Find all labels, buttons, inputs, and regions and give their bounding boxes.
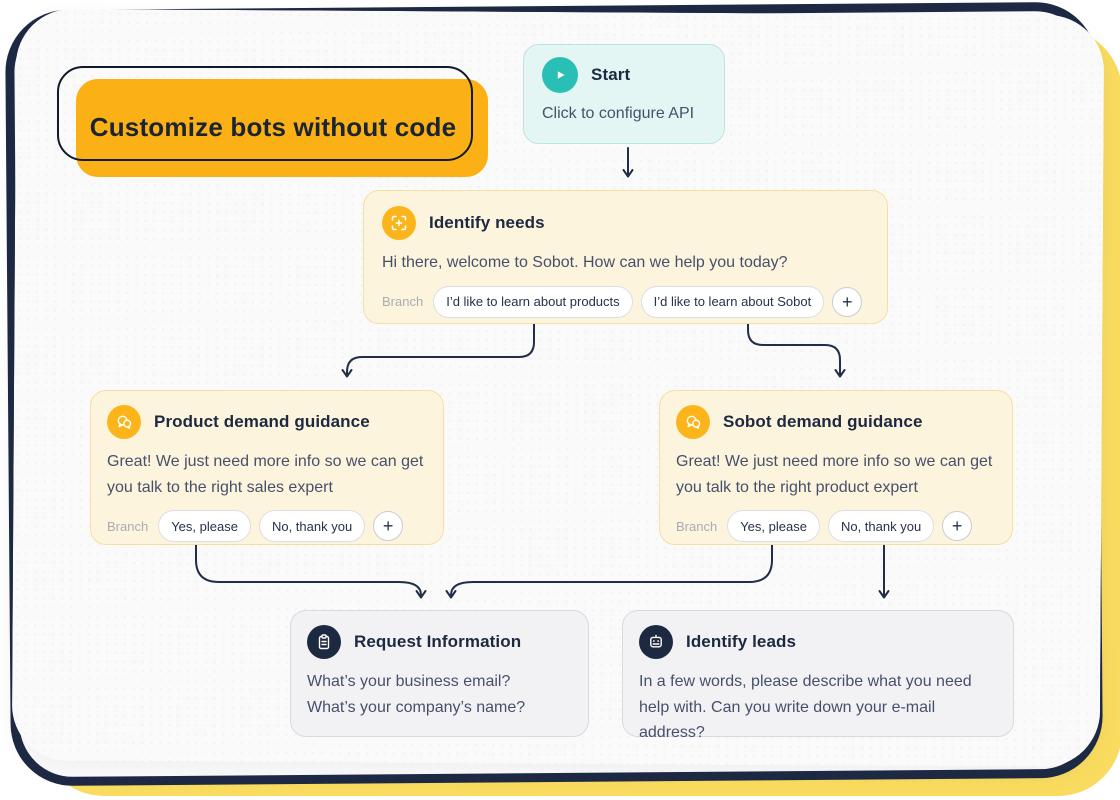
node-message: In a few words, please describe what you… bbox=[639, 673, 972, 741]
node-identify-needs[interactable]: Identify needs Hi there, welcome to Sobo… bbox=[363, 190, 888, 324]
robot-icon bbox=[639, 625, 673, 659]
node-title: Request Information bbox=[354, 632, 522, 651]
branch-label: Branch bbox=[676, 518, 718, 534]
branch-option-no[interactable]: No, thank you bbox=[258, 510, 366, 542]
branch-label: Branch bbox=[382, 294, 424, 309]
branch-row: Branch Yes, please No, thank you + bbox=[107, 510, 427, 542]
node-title: Product demand guidance bbox=[154, 412, 370, 431]
branch-row: Branch Yes, please No, thank you + bbox=[676, 510, 996, 542]
clipboard-icon bbox=[307, 625, 341, 659]
scan-target-icon bbox=[382, 206, 416, 240]
connector-sobot-to-sobot-guidance bbox=[747, 317, 846, 378]
node-request-information[interactable]: Request Information What’s your business… bbox=[290, 610, 589, 737]
headline-badge: Customize bots without code bbox=[57, 66, 489, 178]
node-question-email: What’s your business email? bbox=[307, 673, 511, 690]
node-title: Start bbox=[591, 65, 631, 84]
connector-productyes-to-request bbox=[195, 542, 427, 599]
branch-option-no[interactable]: No, thank you bbox=[827, 510, 935, 542]
add-branch-button[interactable]: + bbox=[942, 511, 973, 541]
play-icon bbox=[542, 57, 578, 93]
node-sobot-demand-guidance[interactable]: Sobot demand guidance Great! We just nee… bbox=[659, 390, 1013, 545]
add-branch-button[interactable]: + bbox=[832, 286, 863, 317]
branch-label: Branch bbox=[107, 518, 149, 534]
node-message: Great! We just need more info so we can … bbox=[676, 453, 993, 496]
connector-sobotyes-to-request bbox=[445, 542, 773, 599]
connector-products-to-product-guidance bbox=[341, 317, 535, 378]
headline-badge-outline bbox=[57, 66, 473, 161]
branch-row: Branch I’d like to learn about products … bbox=[382, 285, 869, 318]
chat-bubbles-icon bbox=[107, 405, 141, 439]
branch-option-products[interactable]: I’d like to learn about products bbox=[433, 285, 633, 318]
node-title: Sobot demand guidance bbox=[723, 412, 923, 431]
headline-text: Customize bots without code bbox=[89, 112, 457, 142]
add-branch-button[interactable]: + bbox=[373, 511, 404, 541]
node-question-company: What’s your company’s name? bbox=[307, 698, 526, 716]
node-title: Identify needs bbox=[429, 213, 545, 232]
node-identify-leads[interactable]: Identify leads In a few words, please de… bbox=[622, 610, 1014, 741]
node-message: Hi there, welcome to Sobot. How can we h… bbox=[382, 254, 788, 271]
node-subtitle: Click to configure API bbox=[542, 105, 695, 122]
node-title: Identify leads bbox=[686, 632, 797, 651]
node-product-demand-guidance[interactable]: Product demand guidance Great! We just n… bbox=[90, 390, 444, 545]
branch-option-sobot[interactable]: I’d like to learn about Sobot bbox=[640, 285, 825, 318]
chat-bubbles-icon bbox=[676, 405, 710, 439]
branch-option-yes[interactable]: Yes, please bbox=[158, 510, 251, 542]
node-start[interactable]: Start Click to configure API bbox=[523, 44, 725, 144]
node-message: Great! We just need more info so we can … bbox=[107, 453, 424, 496]
branch-option-yes[interactable]: Yes, please bbox=[727, 510, 820, 542]
